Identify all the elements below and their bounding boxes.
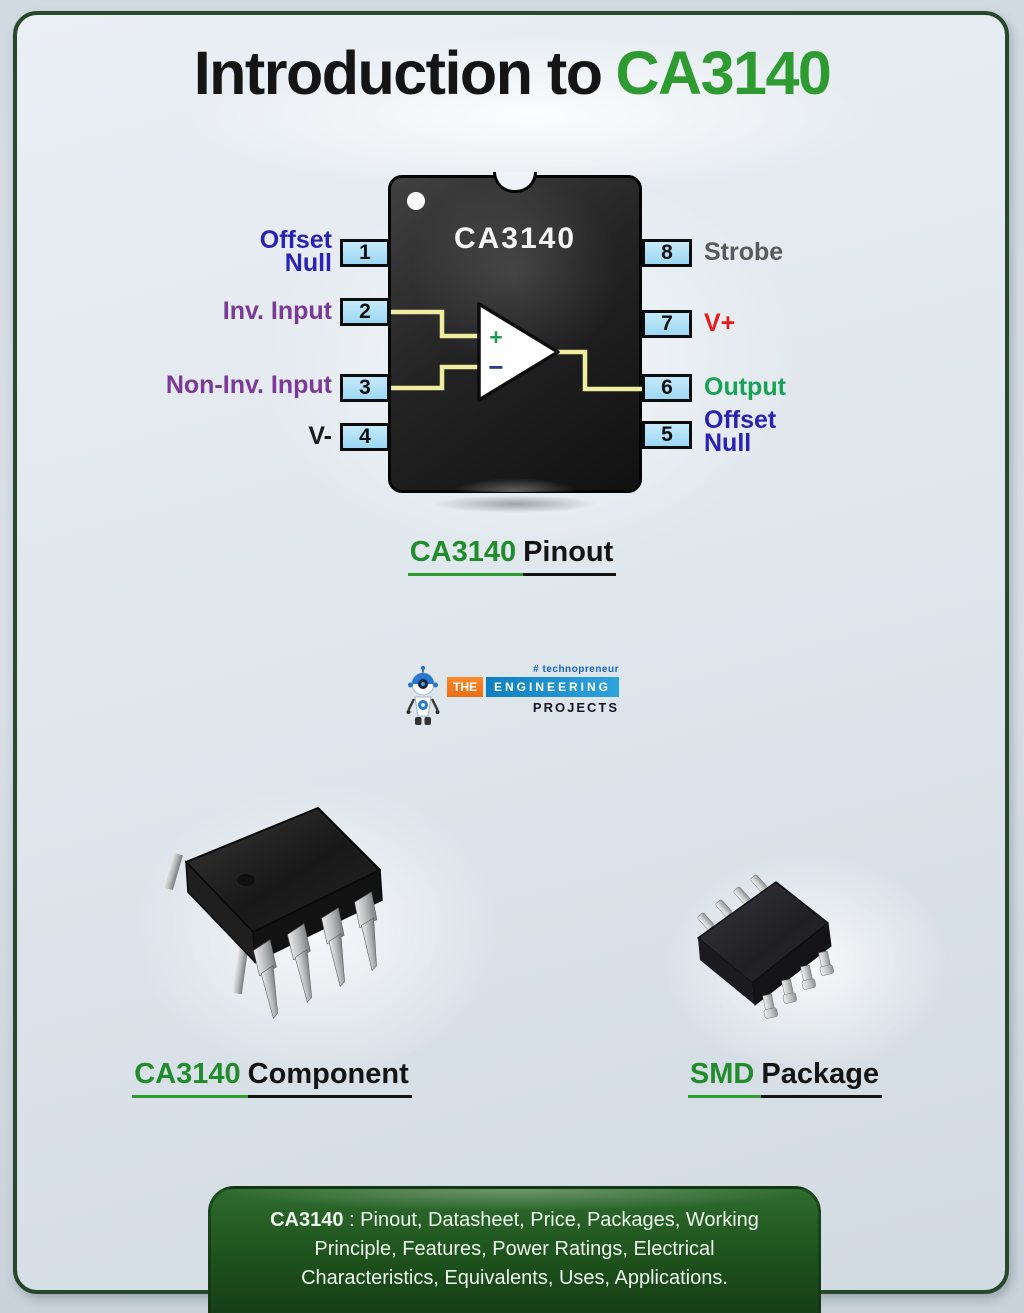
component-caption-text: Component xyxy=(247,1058,412,1098)
dip-pin xyxy=(287,923,312,1003)
pin-label-v-minus: V- xyxy=(308,422,332,450)
pin-box-6: 6 xyxy=(642,374,692,402)
logo-word-projects: PROJECTS xyxy=(532,700,620,715)
dip-pin xyxy=(321,907,345,987)
smd-lead xyxy=(800,964,816,990)
dip-pin xyxy=(354,891,378,972)
smd-lead xyxy=(781,978,797,1004)
smd-lead xyxy=(697,912,714,930)
pin-box-1: 1 xyxy=(340,239,390,267)
pin-box-3: 3 xyxy=(340,374,390,402)
smd-body-side-left xyxy=(698,938,755,1005)
dip-component-photo xyxy=(163,807,383,1019)
smd-caption-chip: SMD xyxy=(687,1058,762,1098)
smd-lead xyxy=(715,899,732,917)
title-chip-name: CA3140 xyxy=(615,39,831,107)
wire-output xyxy=(555,349,646,392)
opamp-plus-sign: + xyxy=(489,324,502,350)
dip-mold-dimple xyxy=(237,874,255,886)
wire-non-inverting-input xyxy=(391,364,481,391)
logo-wordmark-row: THE ENGINEERING xyxy=(446,677,620,697)
pin-number-8: 8 xyxy=(661,241,673,264)
smd-lead xyxy=(733,886,750,904)
opamp-minus-sign: − xyxy=(488,352,503,382)
engineering-projects-logo: # technopreneur THE ENGINEERING PROJECTS xyxy=(405,664,620,728)
dip-back-pin xyxy=(231,941,249,995)
pin-number-1: 1 xyxy=(359,241,371,264)
dip-pin xyxy=(253,939,278,1019)
opamp-schematic: + − xyxy=(391,302,646,402)
ic-chip-body xyxy=(388,175,642,493)
pin-label-v-plus: V+ xyxy=(704,309,736,337)
pin1-indicator-dot xyxy=(407,192,425,210)
pin-label-strobe: Strobe xyxy=(704,238,784,266)
pin-label-inv-input: Inv. Input xyxy=(222,297,332,325)
pin-box-2: 2 xyxy=(340,298,390,326)
pin-number-3: 3 xyxy=(359,376,371,399)
dip-body-side xyxy=(185,859,256,965)
logo-text-block: # technopreneur THE ENGINEERING PROJECTS xyxy=(446,664,620,715)
logo-tagline: # technopreneur xyxy=(533,664,620,675)
smd-package-photo xyxy=(697,874,834,1019)
pin-label-offset-null-5: Offset Null xyxy=(704,406,777,457)
pin-number-5: 5 xyxy=(661,423,673,446)
smd-lead xyxy=(762,993,778,1019)
banner-topics-text: : Pinout, Datasheet, Price, Packages, Wo… xyxy=(301,1209,759,1289)
opamp-triangle xyxy=(477,302,560,402)
pin-box-4: 4 xyxy=(340,423,390,451)
ic-drop-shadow xyxy=(433,495,597,513)
logo-word-the: THE xyxy=(446,677,483,697)
pin-label-offset-null-1: Offset Null xyxy=(259,226,332,277)
pin-box-7: 7 xyxy=(642,310,692,338)
dip-back-pin xyxy=(163,852,183,890)
pin-number-6: 6 xyxy=(661,376,673,399)
smd-caption-text: Package xyxy=(761,1058,883,1098)
smd-lead xyxy=(818,950,834,976)
pin-number-4: 4 xyxy=(359,425,371,448)
robot-mascot-icon xyxy=(406,665,440,725)
footer-banner: CA3140 : Pinout, Datasheet, Price, Packa… xyxy=(208,1186,821,1313)
pin-number-7: 7 xyxy=(661,312,673,335)
ic-chip-label: CA3140 xyxy=(453,222,577,255)
pin-box-5: 5 xyxy=(642,421,692,449)
pin-box-8: 8 xyxy=(642,239,692,267)
logo-word-engineering: ENGINEERING xyxy=(485,677,620,697)
pin-label-output: Output xyxy=(704,373,786,401)
banner-chip-name: CA3140 xyxy=(270,1209,344,1231)
pinout-caption-text: Pinout xyxy=(523,536,617,576)
component-caption-chip: CA3140 xyxy=(132,1058,248,1098)
pinout-caption-chip: CA3140 xyxy=(407,536,524,576)
title-prefix: Introduction to xyxy=(193,39,603,107)
pin-label-non-inv-input: Non-Inv. Input xyxy=(165,371,332,399)
pin-number-2: 2 xyxy=(359,300,371,323)
wire-inverting-input xyxy=(391,309,481,339)
